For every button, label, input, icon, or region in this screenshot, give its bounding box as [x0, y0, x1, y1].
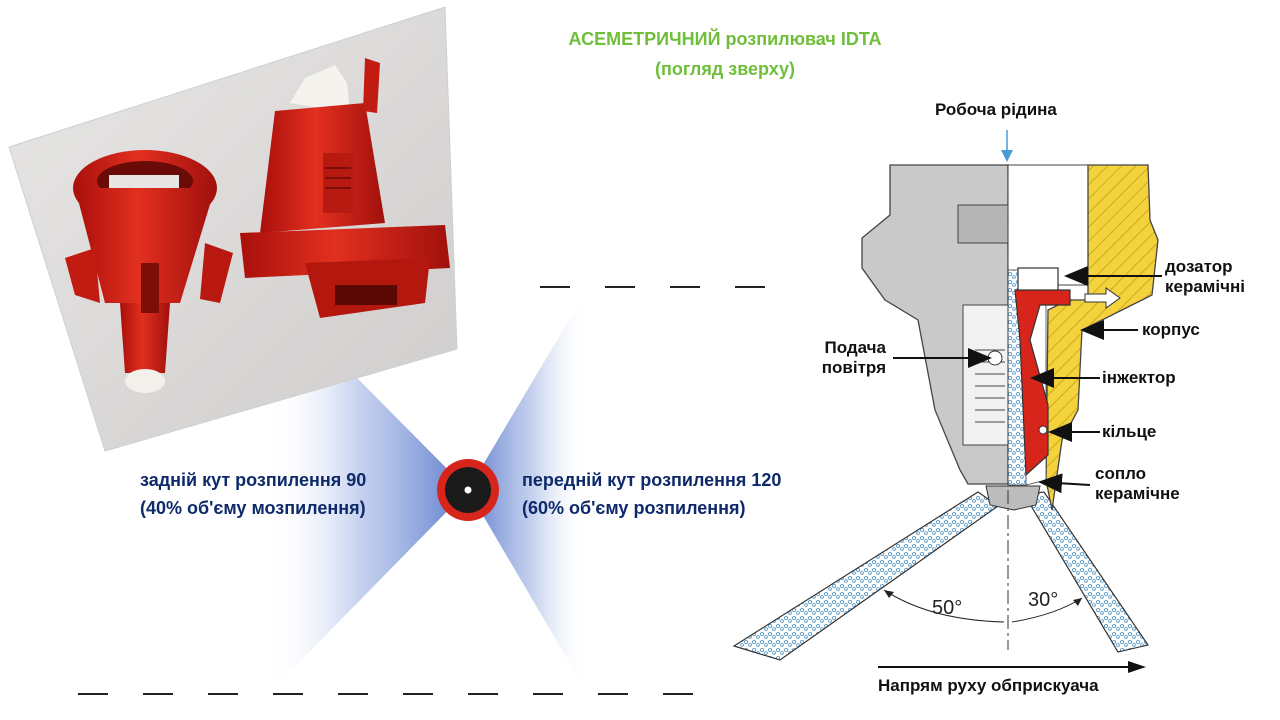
air-line-1: Подача	[824, 338, 886, 357]
front-angle-label: передній кут розпилення 120 (60% об'єму …	[522, 466, 781, 522]
dosator-line-2: керамічні	[1165, 277, 1245, 296]
diagram-title: АСЕМЕТРИЧНИЙ розпилювач IDTA (погляд зве…	[440, 24, 1010, 84]
photo-nozzle-left	[65, 150, 233, 393]
direction-label: Напрям руху обприскуача	[878, 676, 1099, 695]
angle-right-value: 30°	[1028, 589, 1058, 611]
rear-angle-line-1: задній кут розпилення 90	[140, 470, 367, 490]
rear-angle-label: задній кут розпилення 90 (40% об'єму моз…	[140, 466, 366, 522]
dosator-line-1: дозатор	[1165, 257, 1233, 276]
left-spray-jet	[732, 491, 1000, 661]
front-angle-line-2: (60% об'єму розпилення)	[522, 498, 746, 518]
nozzle-line-2: керамічне	[1095, 484, 1180, 503]
ring-label: кільце	[1102, 422, 1157, 441]
air-line-2: повітря	[821, 358, 886, 377]
nozzle-ceramic-label: сопло керамічне	[1095, 464, 1180, 504]
front-spray-fan	[468, 288, 588, 694]
dosator-label: дозатор керамічні	[1165, 257, 1245, 297]
photo-nozzle-right	[240, 58, 450, 318]
air-supply-label: Подача повітря	[810, 338, 886, 378]
nozzle-line-1: сопло	[1095, 464, 1147, 483]
nozzle-top-view	[437, 459, 499, 521]
body-label: корпус	[1142, 320, 1200, 339]
right-spray-jet	[1023, 491, 1149, 653]
fluid-label: Робоча рідина	[935, 100, 1057, 119]
nozzle-photo	[8, 6, 458, 452]
title-line-1: АСЕМЕТРИЧНИЙ розпилювач IDTA	[568, 29, 882, 49]
angle-left-value: 50°	[932, 597, 962, 619]
rear-angle-line-2: (40% об'єму мозпилення)	[140, 498, 366, 518]
front-angle-line-1: передній кут розпилення 120	[522, 470, 782, 490]
title-line-2: (погляд зверху)	[654, 59, 796, 79]
injector-label: інжектор	[1102, 368, 1176, 387]
direction-arrow-head	[1128, 661, 1146, 673]
